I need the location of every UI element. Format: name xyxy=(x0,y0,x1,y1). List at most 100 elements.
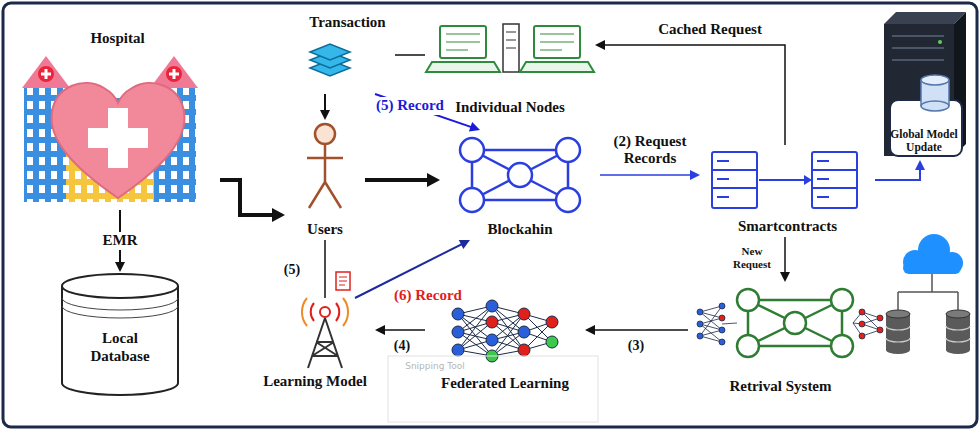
neural-network xyxy=(546,316,558,328)
user-figure xyxy=(307,124,343,208)
cylinder-top xyxy=(62,274,178,298)
small-network xyxy=(697,309,703,315)
cloud-storage xyxy=(886,234,970,354)
connector-line xyxy=(220,180,273,215)
user-node: Users xyxy=(285,120,365,240)
small-network xyxy=(853,312,880,336)
blockchain-network xyxy=(460,138,484,162)
global-model-server: Global Model Update xyxy=(880,10,968,160)
small-network xyxy=(719,315,725,321)
retrieval-network xyxy=(831,335,853,357)
global-server xyxy=(890,100,962,156)
cylinder-body xyxy=(62,286,178,395)
edge-label: (2) Request Records xyxy=(601,133,700,168)
edge-label: EMR xyxy=(101,232,140,249)
neural-network xyxy=(486,300,498,312)
connector-line xyxy=(594,329,688,331)
learning-model-node: Learning Model xyxy=(255,298,375,393)
small-network xyxy=(859,321,865,327)
laptop-icons xyxy=(506,32,516,48)
server-icons xyxy=(712,161,757,197)
connector xyxy=(325,240,326,298)
cloud-storage xyxy=(946,314,970,350)
laptop-icons xyxy=(426,62,500,72)
connector-line xyxy=(324,240,326,298)
neural-network xyxy=(452,326,464,338)
transaction-icon xyxy=(310,44,350,60)
neural-network xyxy=(518,326,530,338)
note-label: Cached Request xyxy=(656,21,764,38)
global-server xyxy=(884,12,966,156)
cloud-storage xyxy=(946,326,970,342)
retrieval-network xyxy=(831,289,853,311)
neural-network xyxy=(518,308,530,320)
arrow-head xyxy=(320,110,330,120)
edge-label: (5) Record xyxy=(374,97,446,114)
watermark: Snipping Tool xyxy=(403,361,467,371)
watermark-box xyxy=(388,356,598,422)
neural-network xyxy=(546,336,558,348)
node-label: Smartcontracts xyxy=(738,218,837,235)
retrieval-node: Retrival System xyxy=(688,282,873,397)
retrieval-network xyxy=(737,289,759,311)
node-label: Users xyxy=(307,221,343,238)
federated-node: Federated Learning xyxy=(425,295,585,395)
small-network xyxy=(719,327,725,333)
transaction-node: Transaction xyxy=(300,14,395,94)
connector-line xyxy=(384,329,425,331)
blockchain-network xyxy=(556,188,580,212)
user-figure xyxy=(307,144,343,208)
server-icons xyxy=(759,179,806,181)
arrow-head xyxy=(915,160,925,170)
blockchain-network xyxy=(556,138,580,162)
hospital-building xyxy=(41,69,51,79)
connector-line xyxy=(604,45,785,145)
cloud-storage xyxy=(903,262,961,274)
hospital-node: Hospital xyxy=(15,30,220,210)
global-server xyxy=(921,101,949,111)
radio-tower xyxy=(302,298,348,368)
node-label: Individual Nodes xyxy=(455,99,565,116)
small-network xyxy=(719,303,725,309)
laptop-icons xyxy=(520,62,594,72)
arrow-head xyxy=(780,272,790,282)
edge-label: (4) xyxy=(392,338,412,354)
database-cylinder: Local Database xyxy=(60,272,180,397)
arrow-head xyxy=(469,122,480,131)
laptop-icons xyxy=(534,26,580,58)
arrow-head xyxy=(427,173,440,187)
blockchain-network xyxy=(460,188,484,212)
server-icons xyxy=(812,161,857,197)
cloud-storage xyxy=(886,326,910,342)
node-label: Retrival System xyxy=(729,378,831,395)
hospital-building xyxy=(88,128,148,148)
arrow-head xyxy=(585,325,595,335)
blockchain-network xyxy=(472,150,568,200)
record-icon xyxy=(336,272,350,290)
connector-line xyxy=(365,178,428,182)
global-server xyxy=(938,40,942,44)
laptop-icons xyxy=(446,34,480,50)
neural-network xyxy=(518,344,530,356)
arrow-head xyxy=(690,170,700,180)
neural-network xyxy=(486,334,498,346)
small-network xyxy=(697,333,703,339)
hospital-building xyxy=(38,66,54,82)
hospital-building xyxy=(169,69,179,79)
edge-label: (5) xyxy=(282,262,302,278)
retrieval-network xyxy=(784,312,806,334)
nodes-group: Individual Nodes xyxy=(425,18,595,118)
transaction-icon xyxy=(310,44,350,76)
connector xyxy=(600,170,700,180)
edge-label: (3) xyxy=(626,338,646,354)
server-icons xyxy=(804,175,812,185)
connector-line xyxy=(784,237,786,273)
server-icons xyxy=(812,152,857,208)
node-label: Transaction xyxy=(309,14,385,31)
arrow-head xyxy=(115,262,125,272)
cloud-storage xyxy=(946,310,970,318)
connector xyxy=(220,180,285,222)
node-label: Hospital xyxy=(90,30,144,47)
